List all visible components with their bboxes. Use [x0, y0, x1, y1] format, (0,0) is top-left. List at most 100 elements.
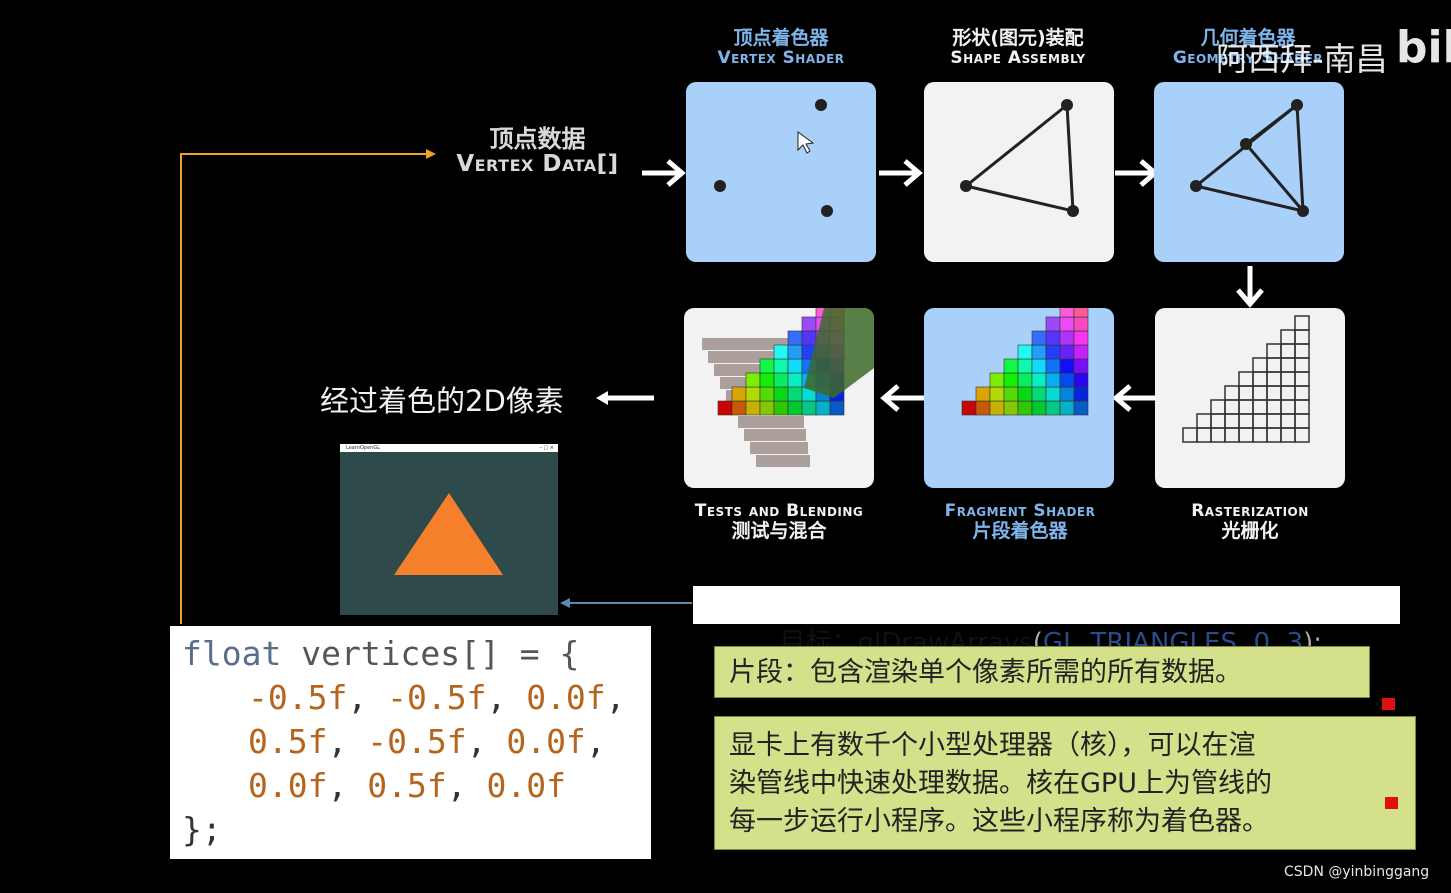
arrow-left-icon — [596, 391, 654, 405]
pixel-cell — [1294, 399, 1310, 415]
pixel-cell — [759, 386, 775, 402]
pixel-cell — [759, 400, 775, 416]
pixel-cell — [1031, 386, 1047, 402]
pixel-cell — [1294, 343, 1310, 359]
pixel-cell — [1266, 385, 1282, 401]
pixel-cell — [1224, 413, 1240, 429]
pixel-cell — [1280, 343, 1296, 359]
red-marker — [1385, 797, 1398, 809]
pixel-cell — [1073, 330, 1089, 346]
pixel-cell — [745, 372, 761, 388]
window-controls[interactable]: – □ × — [539, 445, 554, 451]
csdn-credit: CSDN @yinbinggang — [1284, 864, 1430, 880]
pixel-cell — [1031, 358, 1047, 374]
pixel-cell — [1073, 358, 1089, 374]
pixel-cell — [773, 400, 789, 416]
pixel-cell — [1059, 386, 1075, 402]
pixel-cell — [1073, 344, 1089, 360]
rasterization-box — [1155, 308, 1345, 488]
tests-blending-title: Tests and Blending 测试与混合 — [694, 501, 864, 542]
pixel-cell — [1238, 427, 1254, 443]
pixel-cell — [1045, 330, 1061, 346]
geometry-shader-title: 几何着色器 Geometry Shader — [1172, 27, 1324, 68]
gpu-note-line: 每一步运行小程序。这些小程序称为着色器。 — [729, 806, 1269, 837]
red-marker — [1382, 698, 1395, 710]
pixel-cell — [1252, 385, 1268, 401]
goal-bar: 目标：glDrawArrays(GL_TRIANGLES, 0, 3); — [693, 586, 1400, 658]
pixel-cell — [1252, 427, 1268, 443]
pixel-cell — [1210, 413, 1226, 429]
fragment-note: 片段：包含渲染单个像素所需的所有数据。 — [714, 646, 1370, 698]
pixel-cell — [1294, 315, 1310, 331]
pixel-cell — [1210, 427, 1226, 443]
pixel-cell — [1266, 343, 1282, 359]
feedback-arrow — [180, 149, 436, 624]
pixel-cell — [1294, 385, 1310, 401]
pixel-cell — [1031, 372, 1047, 388]
pixel-cell — [1266, 399, 1282, 415]
vertices-code: float vertices[] = {-0.5f, -0.5f, 0.0f,0… — [170, 626, 651, 859]
pixel-cell — [1196, 413, 1212, 429]
pixel-cell — [1294, 427, 1310, 443]
pixel-cell — [975, 400, 991, 416]
pixel-cell — [829, 400, 845, 416]
pixel-cell — [1017, 386, 1033, 402]
pixel-cell — [1224, 427, 1240, 443]
pixel-cell — [1238, 385, 1254, 401]
pixel-cell — [1017, 400, 1033, 416]
pixel-cell — [787, 400, 803, 416]
gpu-note-line: 染管线中快速处理数据。核在GPU上为管线的 — [729, 768, 1272, 799]
pixel-cell — [1059, 330, 1075, 346]
pixel-cell — [801, 400, 817, 416]
gpu-note-line: 显卡上有数千个小型处理器（核），可以在渲 — [729, 730, 1256, 761]
pixel-cell — [1266, 371, 1282, 387]
vertex-shader-box — [686, 82, 876, 262]
shape-assembly-title: 形状(图元)装配 Shape Assembly — [950, 27, 1086, 68]
pixel-cell — [773, 344, 789, 360]
pixel-cell — [801, 330, 817, 346]
green-overlay — [804, 308, 874, 398]
pixel-cell — [1280, 371, 1296, 387]
pixel-cell — [1031, 330, 1047, 346]
code-number: -0.5f — [248, 678, 348, 717]
pixel-cell — [1073, 386, 1089, 402]
vertex-data-label: 顶点数据 Vertex Data[] — [456, 125, 619, 178]
pixel-cell — [815, 400, 831, 416]
pixel-cell — [1280, 413, 1296, 429]
pixel-cell — [989, 372, 1005, 388]
pixel-cell — [1045, 358, 1061, 374]
goal-sep: , — [1236, 628, 1254, 658]
pixel-cell — [1224, 399, 1240, 415]
code-number: 0.0f — [248, 766, 328, 805]
code-number: -0.5f — [367, 722, 467, 761]
pixel-cell — [759, 372, 775, 388]
pixel-cell — [1017, 344, 1033, 360]
pixel-cell — [1031, 344, 1047, 360]
pixel-cell — [801, 316, 817, 332]
pixel-cell — [773, 372, 789, 388]
orange-triangle — [394, 493, 503, 575]
output-label: 经过着色的2D像素 — [320, 384, 564, 418]
pixel-cell — [1059, 308, 1075, 318]
pixel-cell — [1294, 371, 1310, 387]
pixel-cell — [1017, 372, 1033, 388]
pixel-cell — [731, 400, 747, 416]
pixel-cell — [1017, 358, 1033, 374]
pixel-cell — [1045, 400, 1061, 416]
pixel-cell — [1280, 427, 1296, 443]
pixel-cell — [787, 386, 803, 402]
vertex-shader-title: 顶点着色器 Vertex Shader — [717, 27, 845, 68]
pixel-cell — [1003, 400, 1019, 416]
pixel-cell — [989, 386, 1005, 402]
pixel-cell — [1045, 372, 1061, 388]
code-number: 0.0f — [526, 678, 606, 717]
pixel-cell — [1196, 427, 1212, 443]
pixel-cell — [1073, 400, 1089, 416]
author-watermark: 阿西拜-南昌 — [1216, 40, 1388, 78]
pixel-cell — [745, 400, 761, 416]
goal-open: ( — [1032, 628, 1043, 658]
shadow-cell — [738, 416, 804, 428]
opengl-window: LearnOpenGL – □ × — [340, 444, 558, 615]
window-titlebar: LearnOpenGL – □ × — [340, 444, 558, 452]
code-number: -0.5f — [387, 678, 487, 717]
